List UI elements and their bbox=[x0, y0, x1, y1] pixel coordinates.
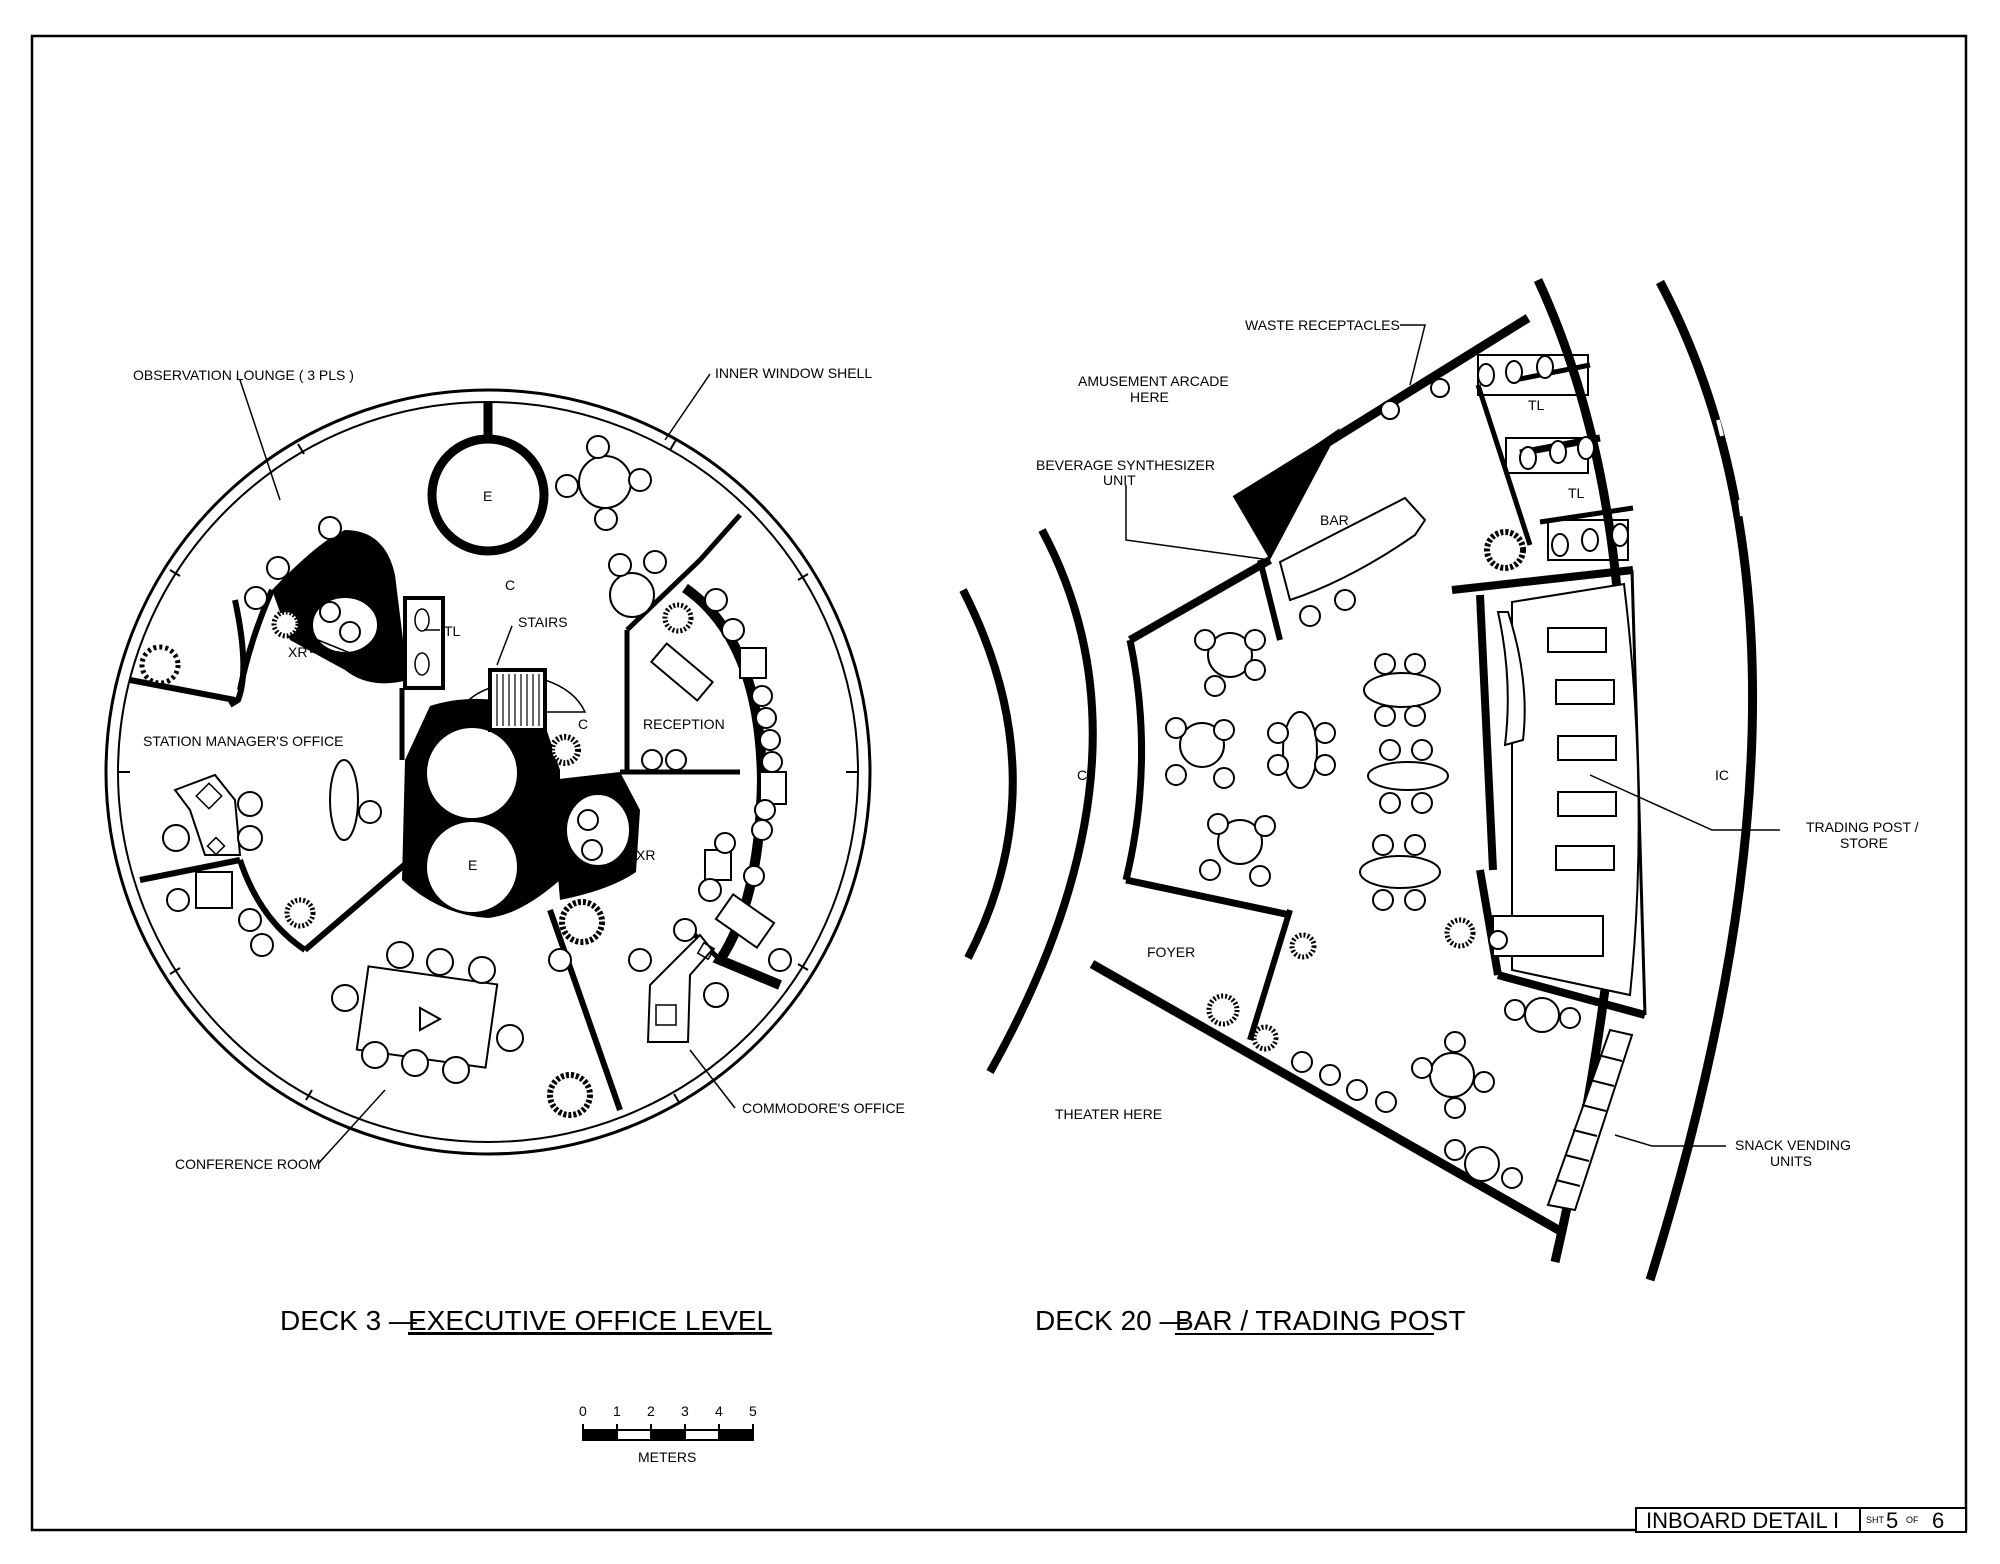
deck20-title: BAR / TRADING POST bbox=[1175, 1305, 1465, 1336]
deck20-snack-vending bbox=[1546, 1028, 1634, 1212]
scale-unit: METERS bbox=[638, 1449, 696, 1465]
label-bar: BAR bbox=[1320, 512, 1349, 528]
scale-tick-5: 5 bbox=[749, 1403, 757, 1419]
title-block-name: INBOARD DETAIL I bbox=[1646, 1508, 1839, 1533]
scale-bar: 0 1 2 3 4 5 METERS bbox=[579, 1403, 757, 1465]
deck3-stairs bbox=[488, 668, 547, 732]
deck20-outer-arc bbox=[1645, 279, 1758, 1282]
label-xr-left: XR bbox=[288, 644, 307, 660]
label-snack-2: UNITS bbox=[1770, 1153, 1812, 1169]
label-station-manager: STATION MANAGER'S OFFICE bbox=[143, 733, 344, 749]
deck20-toilets bbox=[1477, 354, 1629, 561]
deck3-conference-furniture bbox=[331, 941, 524, 1084]
scale-tick-2: 2 bbox=[647, 1403, 655, 1419]
label-beverage-2: UNIT bbox=[1103, 472, 1136, 488]
deck3-reception-furniture bbox=[641, 588, 792, 1043]
scale-tick-4: 4 bbox=[715, 1403, 723, 1419]
label-inner-window-shell: INNER WINDOW SHELL bbox=[715, 365, 872, 381]
label-corridor-top: C bbox=[505, 577, 515, 593]
label-xr-right: XR bbox=[636, 847, 655, 863]
deck3-ring-ticks bbox=[118, 439, 858, 1105]
title-block-sheet-prefix: SHT bbox=[1866, 1515, 1885, 1525]
sheet-border bbox=[30, 34, 1968, 1532]
label-tl-top: TL bbox=[1528, 397, 1545, 413]
label-arcade-2: HERE bbox=[1130, 389, 1169, 405]
deck20-labels: WASTE RECEPTACLES AMUSEMENT ARCADE HERE … bbox=[1036, 317, 1919, 1169]
label-waste: WASTE RECEPTACLES bbox=[1245, 317, 1400, 333]
label-trading-1: TRADING POST / bbox=[1806, 819, 1919, 835]
label-observation-lounge: OBSERVATION LOUNGE ( 3 PLS ) bbox=[133, 367, 354, 383]
title-block-of: OF bbox=[1906, 1515, 1919, 1525]
scale-tick-3: 3 bbox=[681, 1403, 689, 1419]
deck20-plants bbox=[1206, 529, 1526, 1052]
label-snack-1: SNACK VENDING bbox=[1735, 1137, 1851, 1153]
label-corridor: C bbox=[1077, 767, 1087, 783]
label-elevator-bottom: E bbox=[468, 857, 477, 873]
scale-tick-1: 1 bbox=[613, 1403, 621, 1419]
deck3-leaders bbox=[239, 373, 736, 1165]
label-elevator-top: E bbox=[483, 488, 492, 504]
deck3-plants bbox=[139, 602, 694, 1118]
label-reception: RECEPTION bbox=[643, 716, 725, 732]
label-conference: CONFERENCE ROOM bbox=[175, 1156, 320, 1172]
deck3-title-prefix: DECK 3 — bbox=[280, 1305, 417, 1336]
deck20-seating bbox=[1165, 378, 1581, 1189]
label-trading-2: STORE bbox=[1840, 835, 1888, 851]
deck3-title: EXECUTIVE OFFICE LEVEL bbox=[408, 1305, 772, 1336]
deck3-labels: OBSERVATION LOUNGE ( 3 PLS ) INNER WINDO… bbox=[133, 365, 905, 1172]
deck3-plan: OBSERVATION LOUNGE ( 3 PLS ) INNER WINDO… bbox=[104, 365, 905, 1336]
label-theater: THEATER HERE bbox=[1055, 1106, 1162, 1122]
scale-tick-0: 0 bbox=[579, 1403, 587, 1419]
label-tl: TL bbox=[444, 623, 461, 639]
deck20-c-arc-outer bbox=[986, 528, 1097, 1074]
label-ic: IC bbox=[1715, 767, 1729, 783]
deck3-lounge-furniture bbox=[244, 435, 667, 972]
deck20-leaders bbox=[1125, 324, 1780, 1147]
label-foyer: FOYER bbox=[1147, 944, 1195, 960]
label-tl-bottom: TL bbox=[1568, 485, 1585, 501]
title-block: INBOARD DETAIL I SHT 5 OF 6 bbox=[1635, 1507, 1967, 1533]
label-beverage-1: BEVERAGE SYNTHESIZER bbox=[1036, 457, 1215, 473]
deck20-c-arc-inner bbox=[959, 588, 1017, 960]
deck20-bar-counter bbox=[1278, 496, 1427, 602]
deck3-tl-room bbox=[403, 596, 445, 690]
label-arcade-1: AMUSEMENT ARCADE bbox=[1078, 373, 1229, 389]
deck3-manager-furniture bbox=[162, 759, 382, 957]
deck3-outer-ring bbox=[104, 388, 872, 1156]
title-block-sheet-num: 5 bbox=[1886, 1508, 1898, 1533]
deck20-title-prefix: DECK 20 — bbox=[1035, 1305, 1188, 1336]
label-stairs: STAIRS bbox=[518, 614, 568, 630]
deck20-plan: WASTE RECEPTACLES AMUSEMENT ARCADE HERE … bbox=[959, 278, 1919, 1336]
label-commodore: COMMODORE'S OFFICE bbox=[742, 1100, 905, 1116]
label-corridor-mid: C bbox=[578, 716, 588, 732]
title-block-total: 6 bbox=[1932, 1508, 1944, 1533]
